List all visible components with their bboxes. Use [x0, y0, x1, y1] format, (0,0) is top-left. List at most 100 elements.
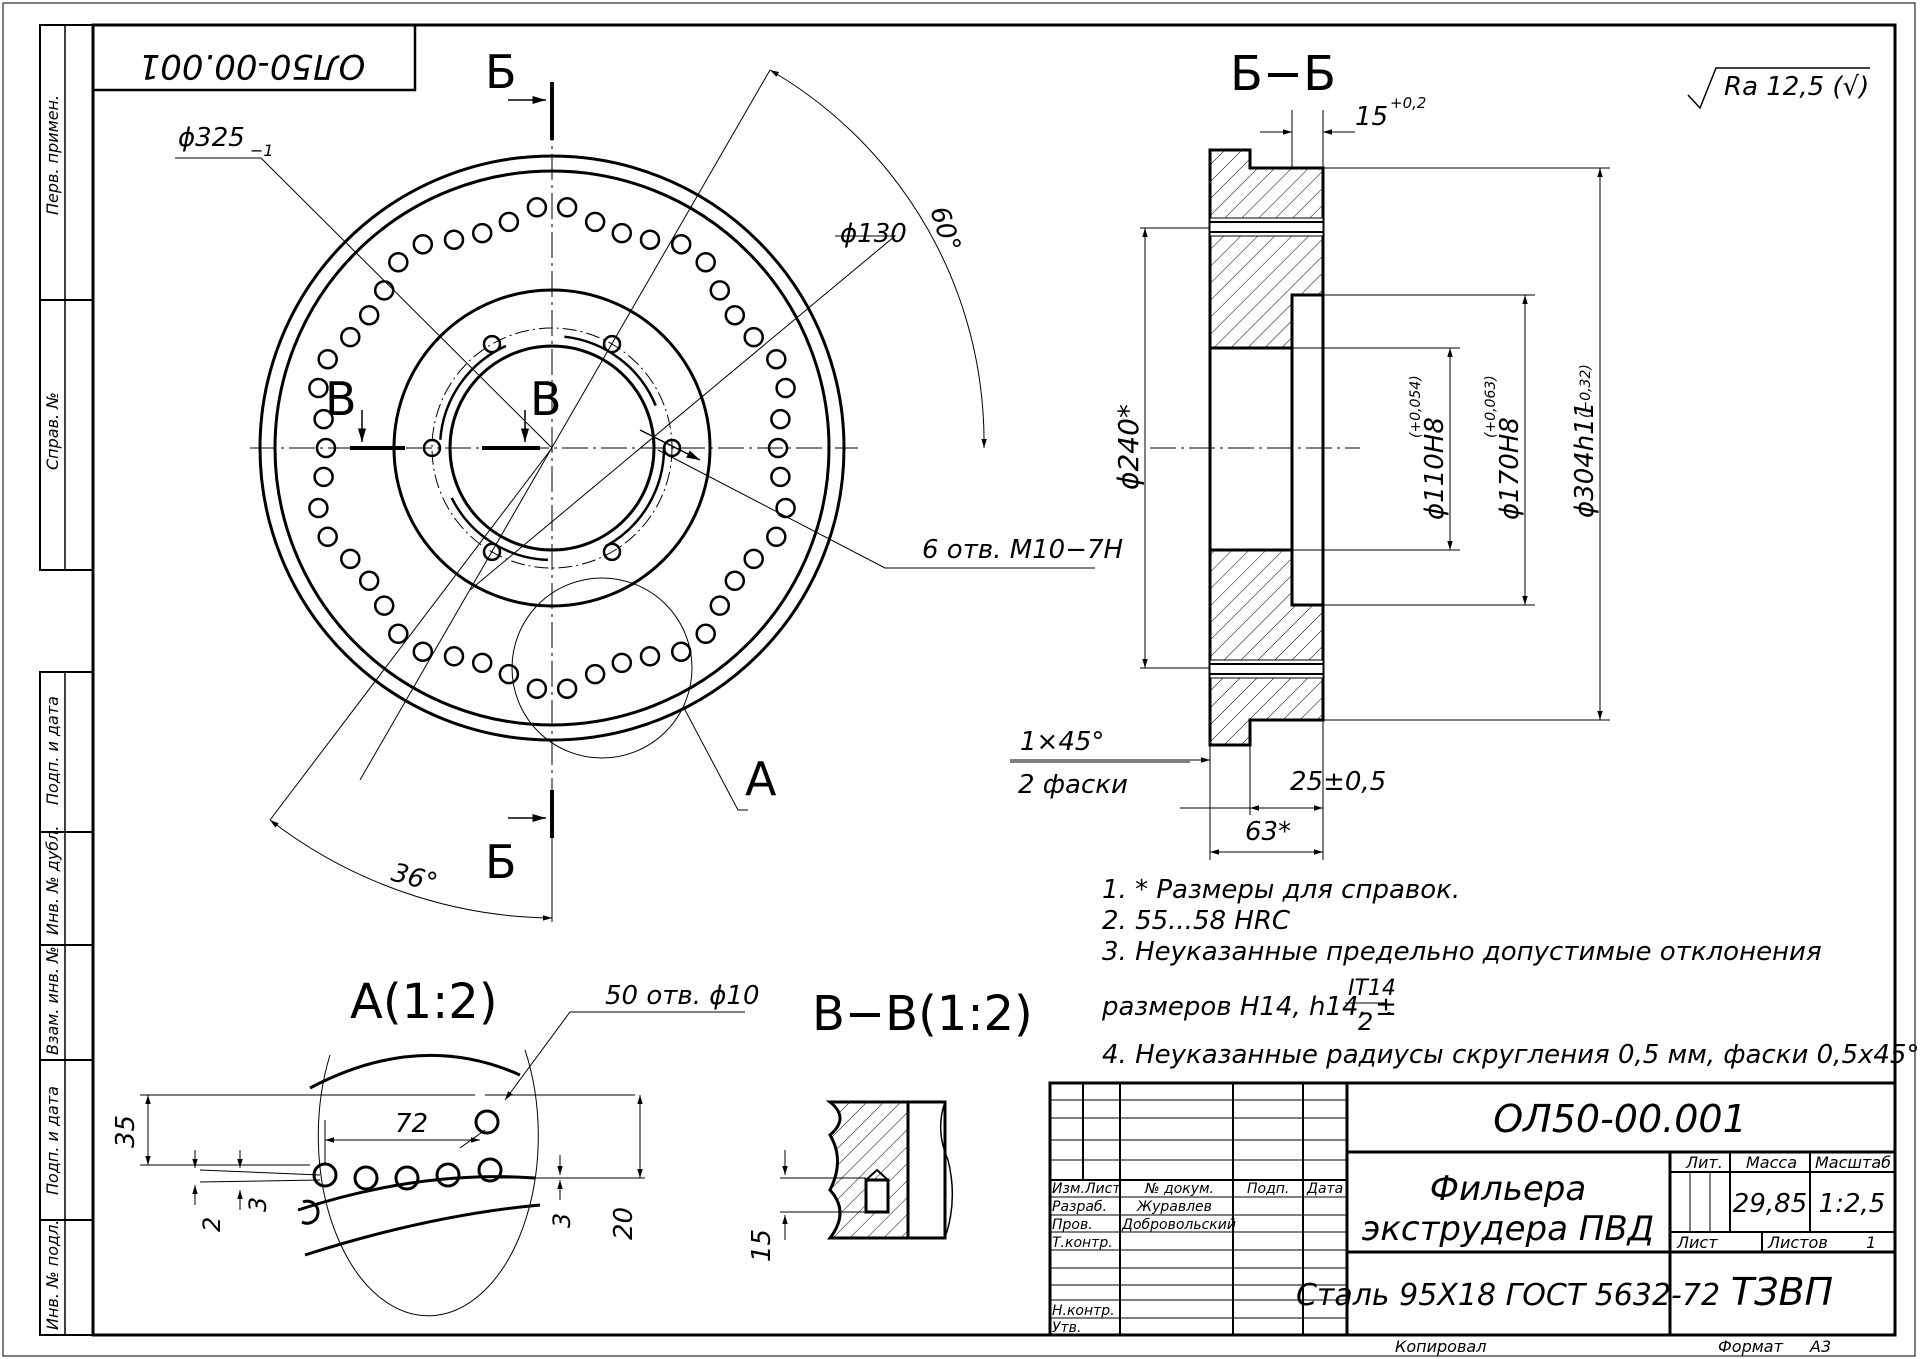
- section-bb-view: [1010, 110, 1610, 860]
- side-label-inv-podl: Инв. № подл.: [43, 1220, 62, 1330]
- section-bb-lower-body: [1208, 548, 1325, 747]
- die-hole: [556, 678, 578, 699]
- title-header-izm: Изм.: [1052, 1181, 1085, 1197]
- title-header-date: Дата: [1306, 1181, 1343, 1197]
- section-v-letter-right: В: [530, 372, 562, 426]
- title-scale-value: 1:2,5: [1819, 1189, 1886, 1219]
- die-hole: [695, 251, 716, 273]
- section-bb-upper-body: [1208, 148, 1325, 350]
- detail-a-text: А(1:2) 50 отв. ϕ10 35 72 2 3 3 20: [111, 974, 760, 1240]
- die-hole: [766, 526, 787, 548]
- die-hole: [526, 197, 548, 218]
- title-name-line1: Фильера: [1430, 1169, 1586, 1209]
- title-person-checker: Добровольский: [1121, 1217, 1236, 1233]
- title-material: Сталь 95Х18 ГОСТ 5632-72: [1296, 1278, 1720, 1313]
- title-role-ncontrol: Н.контр.: [1052, 1303, 1115, 1319]
- dim-angle-36: 36°: [388, 858, 440, 899]
- die-hole: [584, 211, 606, 233]
- die-hole: [639, 229, 661, 250]
- die-hole: [611, 652, 633, 674]
- title-role-checker: Пров.: [1052, 1217, 1093, 1233]
- designation-stamp-text: ОЛ50-00.001: [139, 46, 366, 86]
- die-hole: [358, 304, 380, 326]
- title-header-doc: № докум.: [1144, 1181, 1214, 1197]
- dim-a-72: 72: [395, 1109, 428, 1139]
- die-hole: [317, 348, 338, 370]
- die-hole: [498, 211, 520, 233]
- side-label-vzam-inv: Взам. инв. №: [43, 946, 62, 1055]
- die-hole: [317, 526, 338, 548]
- die-hole: [670, 641, 692, 662]
- threaded-hole: [482, 334, 502, 354]
- dim-bb-170: ϕ170Н8: [1495, 417, 1525, 520]
- section-vv-title: В−В(1:2): [812, 986, 1033, 1042]
- die-hole: [584, 663, 606, 685]
- title-role-developer: Разраб.: [1052, 1199, 1107, 1215]
- detail-a-title: А(1:2): [350, 974, 498, 1030]
- die-hole: [775, 497, 796, 519]
- die-hole: [443, 229, 465, 250]
- side-stamp-labels: Перв. примен. Справ. № Подп. и дата Инв.…: [43, 95, 62, 1330]
- side-label-podp-data-1: Подп. и дата: [43, 696, 62, 805]
- die-hole: [709, 595, 731, 616]
- side-label-perv-primen: Перв. примен.: [43, 95, 62, 215]
- dim-bb-304: ϕ304h11: [1570, 402, 1600, 518]
- die-hole: [412, 641, 434, 662]
- title-header-lit: Лит.: [1685, 1153, 1723, 1172]
- title-designation: ОЛ50-00.001: [1493, 1097, 1747, 1141]
- dim-bb-15: 15: [1355, 102, 1388, 132]
- title-person-developer: Журавлев: [1136, 1199, 1212, 1215]
- die-hole: [313, 466, 334, 488]
- dim-a-3a: 3: [244, 1197, 272, 1212]
- dim-angle-60: 60°: [923, 203, 966, 256]
- die-hole: [526, 678, 548, 699]
- dim-bb-63: 63*: [1245, 817, 1291, 847]
- dim-bb-chamfer-note: 2 фаски: [1018, 770, 1128, 800]
- dim-center-diameter: ϕ130: [840, 219, 907, 249]
- die-hole: [639, 646, 661, 667]
- detail-a-holes-note: 50 отв. ϕ10: [605, 981, 760, 1011]
- note-1: 1. * Размеры для справок.: [1102, 875, 1460, 905]
- title-sheets-value: 1: [1866, 1233, 1876, 1252]
- title-block: [1048, 1081, 1897, 1337]
- die-hole: [412, 234, 434, 255]
- section-vv-text: В−В(1:2) 15: [747, 986, 1033, 1262]
- section-b-letter-top: Б: [485, 45, 517, 99]
- dim-bb-25: 25±0,5: [1290, 767, 1386, 797]
- die-hole: [670, 234, 692, 255]
- roughness-symbol: Ra 12,5 (√): [1687, 67, 1870, 110]
- technical-notes: 1. * Размеры для справок. 2. 55...58 HRC…: [1101, 875, 1920, 1070]
- die-hole: [340, 326, 361, 348]
- die-hole: [770, 408, 791, 430]
- die-hole: [313, 408, 334, 430]
- title-header-sheet: Лист: [1676, 1233, 1718, 1252]
- title-organization: ТЗВП: [1731, 1270, 1833, 1314]
- section-b-letter-bottom: Б: [485, 835, 517, 889]
- title-header-scale: Масштаб: [1815, 1153, 1891, 1172]
- die-hole: [471, 222, 493, 244]
- threaded-hole: [602, 542, 622, 562]
- die-hole: [308, 377, 329, 399]
- roughness-text: Ra 12,5 (√): [1724, 72, 1869, 102]
- dim-bb-240: ϕ240*: [1112, 404, 1145, 490]
- die-hole: [775, 377, 796, 399]
- title-header-sheets: Листов: [1767, 1233, 1828, 1252]
- die-hole: [743, 548, 764, 570]
- die-hole: [695, 623, 716, 645]
- note-3-tail: размеров Н14, h14, ±: [1101, 992, 1397, 1022]
- dim-bb-170-tol: (+0,063): [1483, 375, 1499, 438]
- dim-a-20: 20: [609, 1207, 639, 1240]
- die-hole: [340, 548, 361, 570]
- section-vv-view: [780, 1100, 954, 1240]
- die-hole: [388, 623, 409, 645]
- title-name-line2: экструдера ПВД: [1362, 1209, 1655, 1249]
- dim-outer-diameter: ϕ325: [178, 123, 245, 153]
- die-hole: [373, 280, 395, 301]
- section-v-letter-left: В: [325, 372, 357, 426]
- die-hole: [743, 326, 764, 348]
- dim-a-2: 2: [198, 1217, 226, 1232]
- dim-bb-304-tol: (−0,32): [1578, 364, 1594, 418]
- note-3-frac-num: IT14: [1348, 976, 1396, 1001]
- die-hole: [611, 222, 633, 244]
